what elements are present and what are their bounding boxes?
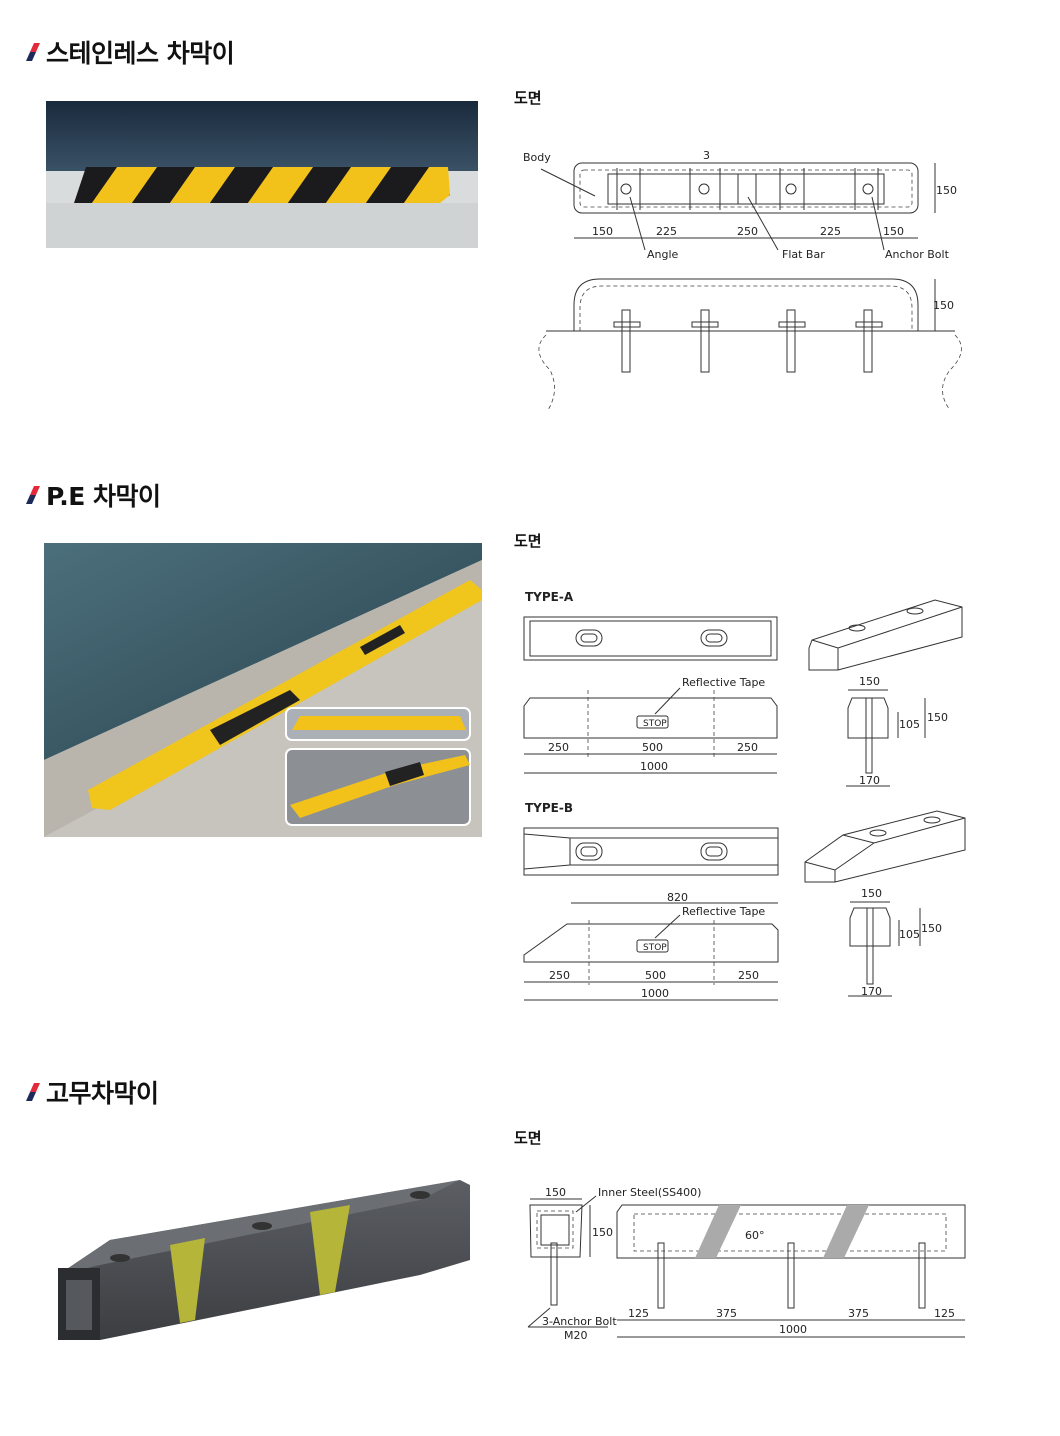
dim: 150: [592, 1226, 613, 1239]
slash-icon: [26, 486, 40, 504]
dim: 150: [545, 1186, 566, 1199]
type-a-label: TYPE-A: [525, 590, 574, 604]
dim-total: 1000: [779, 1323, 807, 1336]
dim: 170: [859, 774, 880, 787]
drawing-label: 도면: [514, 532, 542, 550]
rubber-bumper-photo: [58, 1180, 470, 1340]
section-title: P.E 차막이: [46, 482, 161, 511]
label-anchor-bolt: Anchor Bolt: [885, 248, 950, 261]
dim: 500: [642, 741, 663, 754]
slash-icon: [26, 43, 40, 61]
dim: 375: [848, 1307, 869, 1320]
dim: 125: [934, 1307, 955, 1320]
slash-icon: [26, 1083, 40, 1101]
section-heading-rubber: 고무차막이: [26, 1074, 159, 1110]
section-title: 스테인레스 차막이: [46, 39, 235, 68]
dim: 150: [592, 225, 613, 238]
dim-top: 820: [667, 891, 688, 904]
label-flat-bar: Flat Bar: [782, 248, 825, 261]
stainless-drawing: Body 3 150 225 250 225 150 150 Angle Fla…: [523, 149, 962, 411]
dim: 150: [883, 225, 904, 238]
dim: 225: [820, 225, 841, 238]
dim: 150: [927, 711, 948, 724]
label-body: Body: [523, 151, 551, 164]
label-reflective-tape: Reflective Tape: [682, 676, 765, 689]
label-anchor-size: M20: [564, 1329, 588, 1342]
dim: 250: [738, 969, 759, 982]
dim: 250: [549, 969, 570, 982]
section-heading-stainless: 스테인레스 차막이: [26, 34, 235, 70]
label-angle: Angle: [647, 248, 679, 261]
pe-bumper-photo: [44, 543, 482, 837]
dim: 125: [628, 1307, 649, 1320]
label-anchor-bolt: 3-Anchor Bolt: [542, 1315, 617, 1328]
dim-total: 1000: [640, 760, 668, 773]
dim: 150: [859, 675, 880, 688]
dim: 170: [861, 985, 882, 998]
rubber-drawing: 150 Inner Steel(SS400) 150 3-Anchor Bolt…: [527, 1186, 966, 1342]
label-reflective-tape: Reflective Tape: [682, 905, 765, 918]
dim: 150: [861, 887, 882, 900]
stainless-bumper-photo: [46, 101, 478, 248]
section-title: 고무차막이: [46, 1079, 159, 1108]
dim: 105: [899, 718, 920, 731]
dim: 225: [656, 225, 677, 238]
stop-tape: STOP: [643, 943, 667, 953]
dim: 375: [716, 1307, 737, 1320]
drawing-label: 도면: [514, 1129, 542, 1147]
label-inner-steel: Inner Steel(SS400): [598, 1186, 701, 1199]
dim: 250: [548, 741, 569, 754]
pe-drawing-type-a: TYPE-A STOP Reflective Tape 250 500 250 …: [523, 590, 963, 787]
dim-side-height: 150: [933, 299, 954, 312]
dim: 250: [737, 225, 758, 238]
stop-tape: STOP: [643, 719, 667, 729]
label-angle: 60°: [745, 1229, 765, 1242]
section-heading-pe: P.E 차막이: [26, 477, 161, 513]
drawing-label: 도면: [514, 89, 542, 107]
dim: 250: [737, 741, 758, 754]
dim-gap: 3: [703, 149, 710, 162]
dim-height: 150: [936, 184, 957, 197]
type-b-label: TYPE-B: [525, 801, 573, 815]
dim: 500: [645, 969, 666, 982]
dim: 150: [921, 922, 942, 935]
dim-total: 1000: [641, 987, 669, 1000]
pe-drawing-type-b: TYPE-B STOP 820 Reflective Tape 250 500 …: [523, 801, 966, 1001]
dim: 105: [899, 928, 920, 941]
